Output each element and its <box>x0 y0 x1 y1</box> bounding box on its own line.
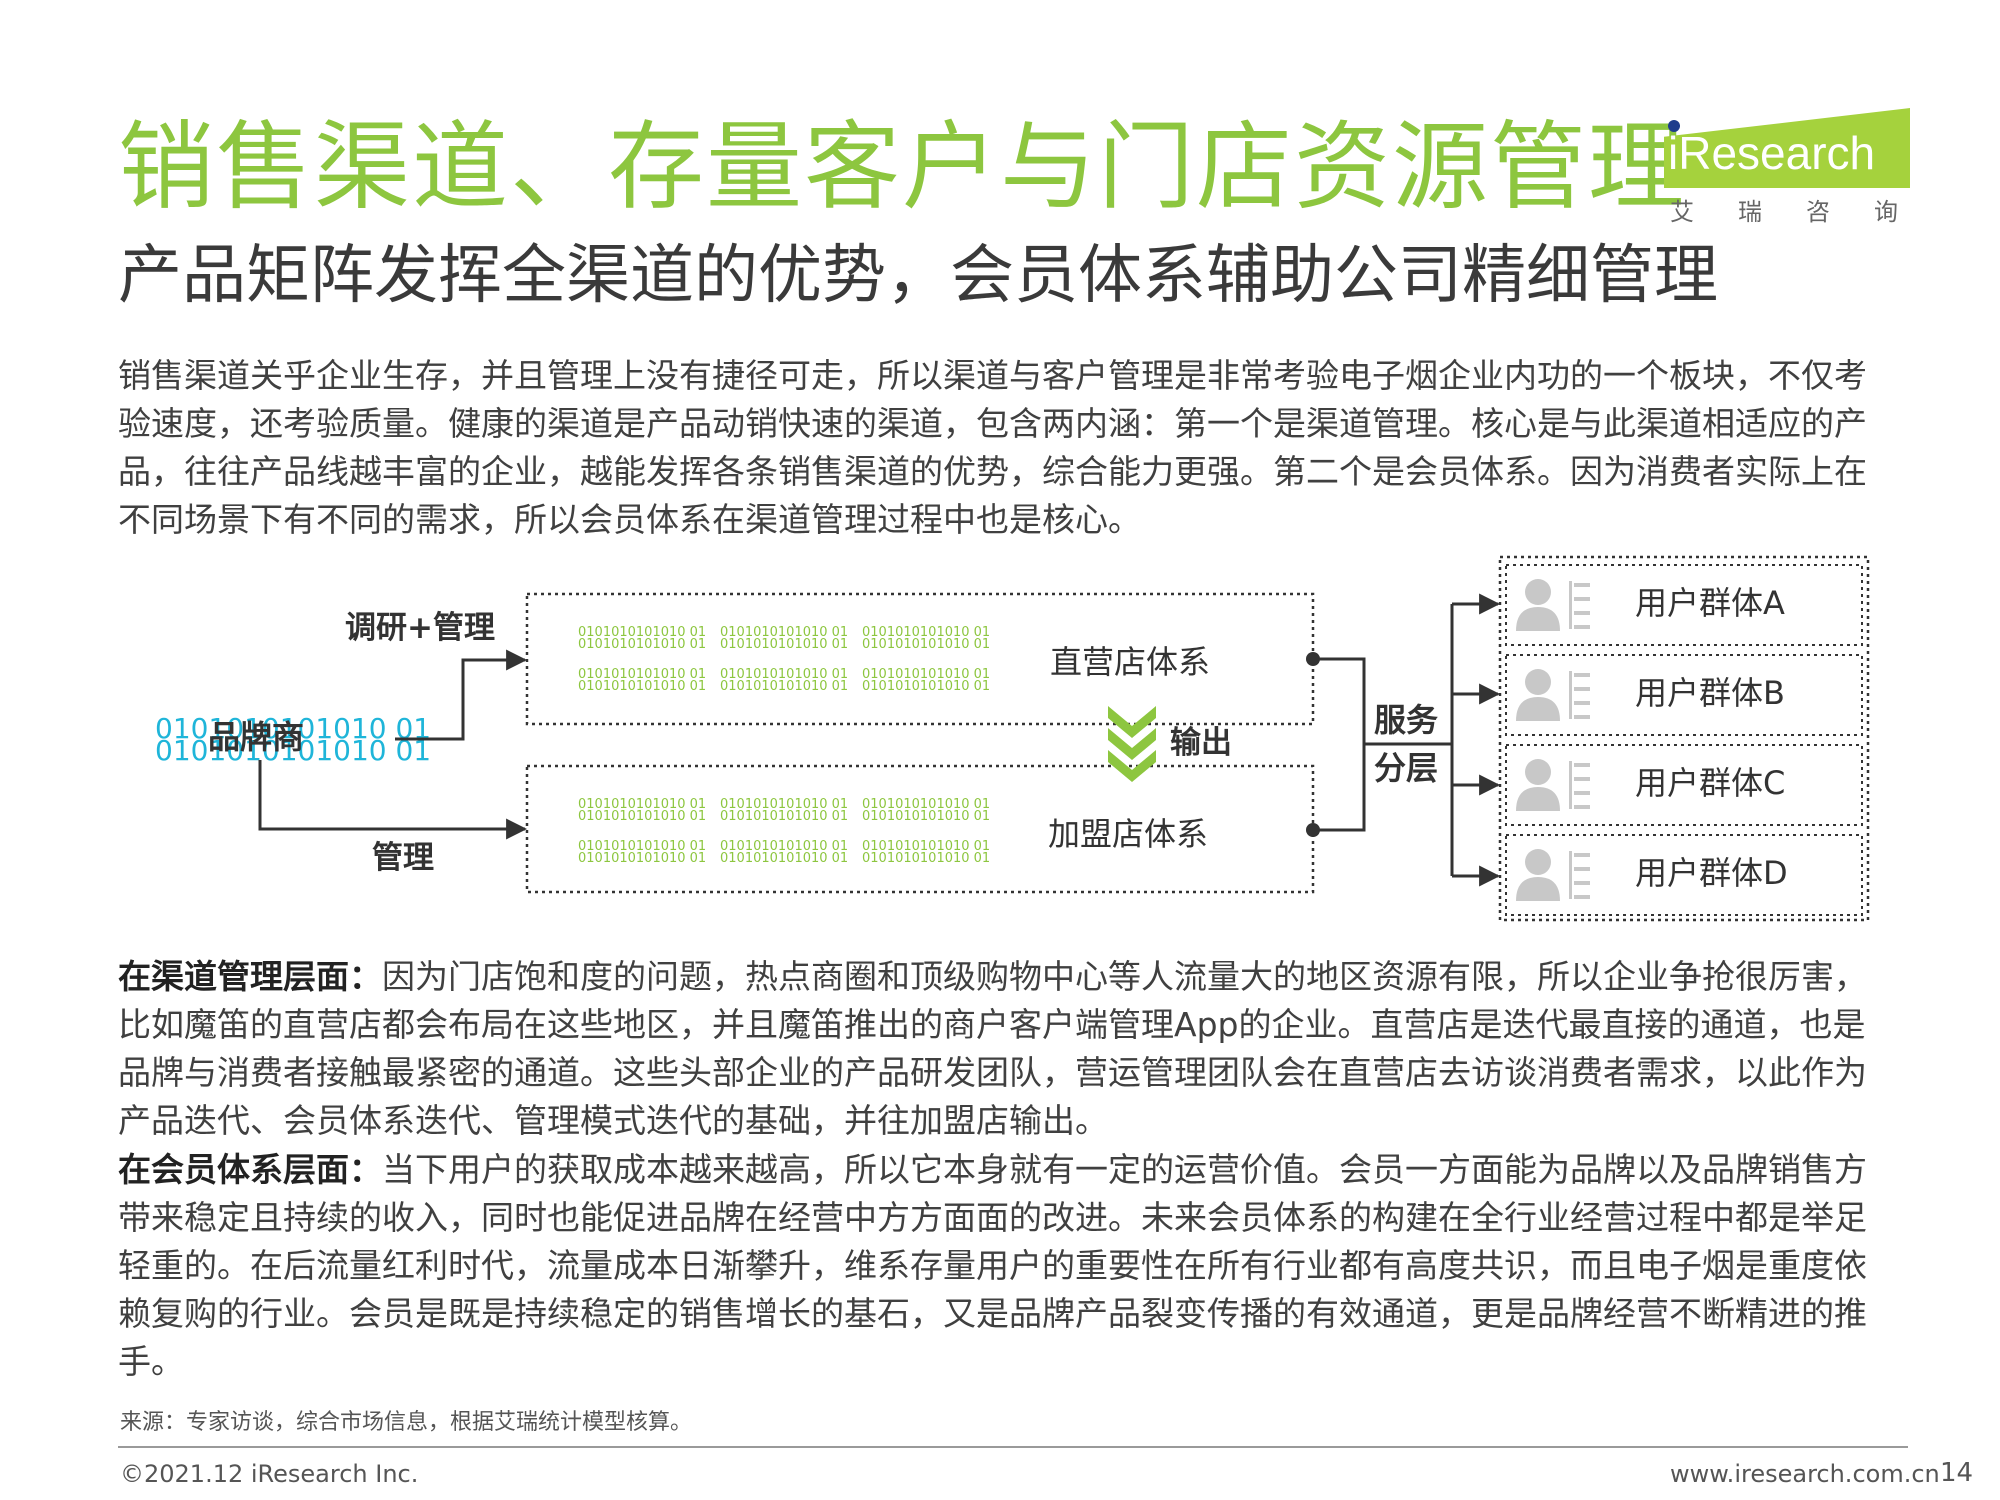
group-b-box <box>1505 654 1863 736</box>
bin: 0101010101010 01 <box>720 839 848 854</box>
bin: 0101010101010 01 <box>862 839 990 854</box>
user-group-d-icon <box>1516 849 1590 901</box>
website-url: www.iresearch.com.cn <box>1670 1460 1940 1488</box>
source-note: 来源：专家访谈，综合市场信息，根据艾瑞统计模型核算。 <box>120 1410 693 1435</box>
brand-label: 品牌商 <box>208 718 304 756</box>
member-system-paragraph: 在会员体系层面：当下用户的获取成本越来越高，所以它本身就有一定的运营价值。会员一… <box>118 1146 1898 1386</box>
channel-management-paragraph: 在渠道管理层面：因为门店饱和度的问题，热点商圈和顶级购物中心等人流量大的地区资源… <box>118 953 1898 1145</box>
bin: 0101010101010 01 <box>578 851 706 866</box>
bin: 0101010101010 01 <box>720 679 848 694</box>
output-chevron-icon <box>1108 706 1156 782</box>
bin: 0101010101010 01 <box>862 625 990 640</box>
bin: 0101010101010 01 <box>862 809 990 824</box>
bin: 0101010101010 01 <box>862 679 990 694</box>
page-number: 14 <box>1940 1458 1974 1488</box>
bin: 0101010101010 01 <box>720 851 848 866</box>
service-label-1: 服务 <box>1374 701 1438 739</box>
footer-divider <box>118 1446 1908 1448</box>
member-text: 当下用户的获取成本越来越高，所以它本身就有一定的运营价值。会员一方面能为品牌以及… <box>118 1150 1867 1381</box>
logo-text: iResearch <box>1668 127 1876 179</box>
user-group-d-label: 用户群体D <box>1635 854 1788 892</box>
label-manage: 管理 <box>372 840 434 876</box>
arrow-to-franchise <box>258 760 528 840</box>
copyright: ©2021.12 iResearch Inc. <box>120 1460 419 1488</box>
user-group-b-label: 用户群体B <box>1635 674 1785 712</box>
groups-outer-box <box>1498 555 1870 922</box>
brand-binary-1: 0101010101010 01 <box>155 712 431 745</box>
franchise-store-label: 加盟店体系 <box>1048 815 1208 853</box>
page-title: 销售渠道、存量客户与门店资源管理 <box>118 111 1686 223</box>
logo-cn-text: 艾瑞咨询 <box>1670 198 1942 226</box>
user-group-a-label: 用户群体A <box>1635 584 1785 622</box>
bin: 0101010101010 01 <box>720 637 848 652</box>
direct-store-binary: 0101010101010 01 0101010101010 01 010101… <box>578 625 990 694</box>
bin: 0101010101010 01 <box>578 797 706 812</box>
intro-paragraph: 销售渠道关乎企业生存，并且管理上没有捷径可走，所以渠道与客户管理是非常考验电子烟… <box>118 356 1867 539</box>
bin: 0101010101010 01 <box>578 625 706 640</box>
group-a-box <box>1505 564 1863 646</box>
user-group-a-icon <box>1516 579 1590 631</box>
user-group-c-icon <box>1516 759 1590 811</box>
bin: 0101010101010 01 <box>578 809 706 824</box>
franchise-store-binary: 0101010101010 01 0101010101010 01 010101… <box>578 797 990 866</box>
bin: 0101010101010 01 <box>862 797 990 812</box>
bin: 0101010101010 01 <box>862 851 990 866</box>
service-label-2: 分层 <box>1374 749 1438 787</box>
bin: 0101010101010 01 <box>578 637 706 652</box>
bin: 0101010101010 01 <box>578 839 706 854</box>
member-lead: 在会员体系层面： <box>118 1150 382 1189</box>
direct-store-label: 直营店体系 <box>1050 643 1210 681</box>
bin: 0101010101010 01 <box>578 679 706 694</box>
channel-lead: 在渠道管理层面： <box>118 957 382 996</box>
iresearch-logo: iResearch 艾瑞咨询 <box>1660 108 1912 232</box>
user-group-b-icon <box>1516 669 1590 721</box>
user-group-c-label: 用户群体C <box>1635 764 1785 802</box>
label-research-manage: 调研+管理 <box>345 610 495 646</box>
bin: 0101010101010 01 <box>720 797 848 812</box>
direct-store-box <box>525 592 1315 726</box>
arrow-to-direct <box>395 649 528 741</box>
page-subtitle: 产品矩阵发挥全渠道的优势，会员体系辅助公司精细管理 <box>118 239 1718 313</box>
bin: 0101010101010 01 <box>862 637 990 652</box>
merge-bracket <box>1313 657 1452 832</box>
bin: 0101010101010 01 <box>720 667 848 682</box>
channel-text: 因为门店饱和度的问题，热点商圈和顶级购物中心等人流量大的地区资源有限，所以企业争… <box>118 957 1867 1140</box>
group-d-box <box>1505 834 1863 916</box>
output-label: 输出 <box>1170 725 1232 761</box>
bin: 0101010101010 01 <box>862 667 990 682</box>
group-c-box <box>1505 744 1863 826</box>
brand-binary-2: 0101010101010 01 <box>155 734 431 767</box>
bin: 0101010101010 01 <box>578 667 706 682</box>
bin: 0101010101010 01 <box>720 625 848 640</box>
bin: 0101010101010 01 <box>720 809 848 824</box>
logo-dot-icon <box>1668 120 1680 132</box>
